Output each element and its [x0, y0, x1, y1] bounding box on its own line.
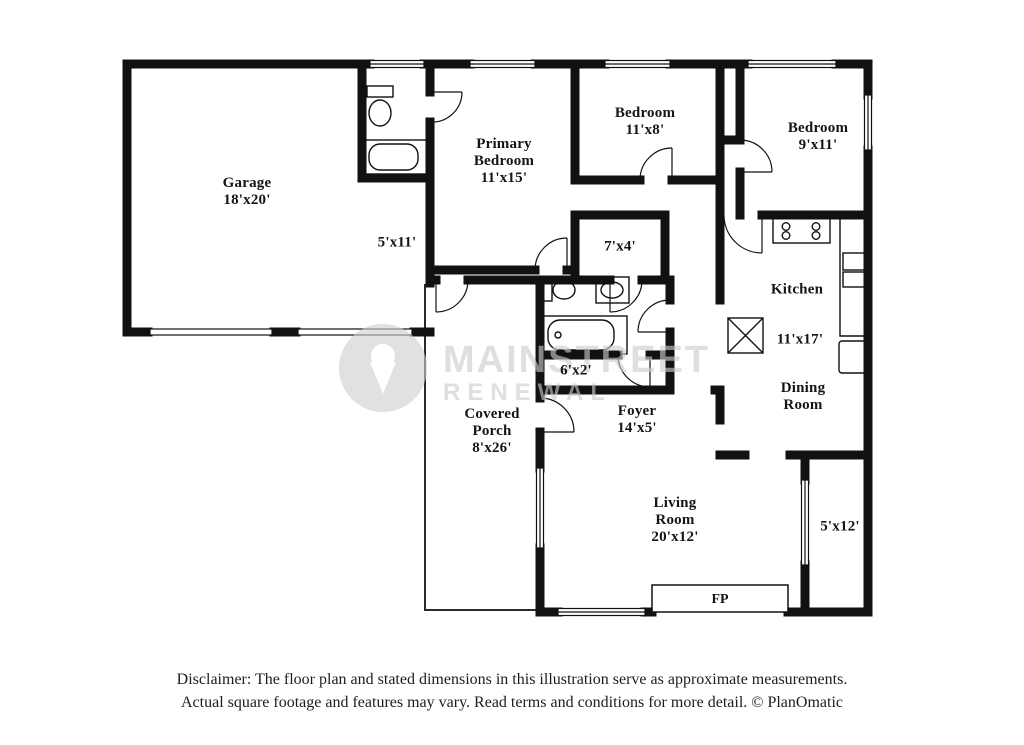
room-label-bedroom-2: Bedroom 11'x8'	[615, 105, 675, 139]
room-name: Primary Bedroom	[473, 135, 535, 169]
room-label-covered-porch: Covered Porch 8'x26'	[452, 406, 532, 456]
room-label-primary-bedroom: Primary Bedroom 11'x15'	[462, 136, 546, 186]
room-name: Kitchen	[770, 281, 824, 298]
room-name: Dining Room	[780, 380, 826, 413]
watermark: MAINSTREET RENEWAL	[339, 324, 710, 412]
room-label-foyer: Foyer 14'x5'	[617, 403, 657, 437]
toilet-icon	[366, 85, 394, 98]
toilet-icon	[542, 278, 553, 302]
bathtub-icon	[542, 315, 628, 355]
windows	[369, 59, 873, 617]
fireplace-label: FP	[711, 592, 729, 607]
room-dims: 8'x26'	[472, 439, 512, 456]
room-dims: 20'x12'	[651, 528, 699, 545]
room-label-flex-5x12: 5'x12'	[820, 519, 860, 536]
fridge-icon	[838, 340, 867, 374]
room-label-kitchen-dims: 11'x17'	[777, 332, 823, 349]
porch-outline	[424, 284, 540, 611]
room-label-garage: Garage 18'x20'	[223, 175, 272, 209]
stove-icon	[772, 217, 831, 244]
room-label-living-room: Living Room 20'x12'	[643, 495, 707, 545]
room-name: Bedroom	[787, 120, 849, 137]
sink-icon	[595, 276, 630, 304]
room-dims: 14'x5'	[617, 420, 657, 436]
bathtub-icon	[363, 139, 429, 175]
room-label-hall-7x4: 7'x4'	[604, 239, 636, 256]
room-name: Bedroom	[614, 105, 676, 122]
fireplace: FP	[651, 584, 789, 613]
room-dims: 11'x8'	[625, 122, 665, 138]
disclaimer-line-1: Disclaimer: The floor plan and stated di…	[176, 671, 848, 688]
room-dims: 6'x2'	[560, 362, 592, 379]
room-label-bedroom-3: Bedroom 9'x11'	[788, 120, 848, 154]
room-dims: 11'x17'	[776, 331, 824, 348]
room-name: Garage	[222, 175, 272, 192]
room-dims: 11'x15'	[480, 169, 528, 186]
watermark-line-2: RENEWAL	[443, 379, 612, 406]
room-name: Foyer	[617, 403, 657, 420]
mainstreet-logo-icon	[339, 324, 427, 412]
room-label-dining-room: Dining Room	[771, 380, 835, 414]
bathroom-fixtures	[363, 85, 630, 355]
disclaimer: Disclaimer: The floor plan and stated di…	[0, 669, 1024, 714]
room-label-hall-5x11: 5'x11'	[378, 235, 417, 252]
door-swings	[429, 91, 773, 433]
counter-icon	[839, 215, 868, 337]
kitchen-sink-icon	[842, 252, 866, 271]
room-dims: 7'x4'	[604, 238, 636, 255]
room-dims: 5'x11'	[377, 234, 417, 251]
watermark-line-1: MAINSTREET	[443, 339, 710, 381]
kitchen-fixtures	[727, 215, 868, 374]
room-dims: 9'x11'	[798, 137, 838, 153]
walls	[122, 59, 873, 617]
disclaimer-line-2: Actual square footage and features may v…	[180, 693, 843, 711]
washer-icon	[727, 317, 764, 354]
room-dims: 18'x20'	[223, 192, 271, 208]
room-dims: 5'x12'	[820, 518, 860, 535]
room-name: Covered Porch	[464, 405, 520, 439]
room-label-kitchen: Kitchen	[771, 282, 823, 299]
room-label-closet-6x2: 6'x2'	[560, 363, 592, 380]
room-name: Living Room	[653, 494, 697, 528]
